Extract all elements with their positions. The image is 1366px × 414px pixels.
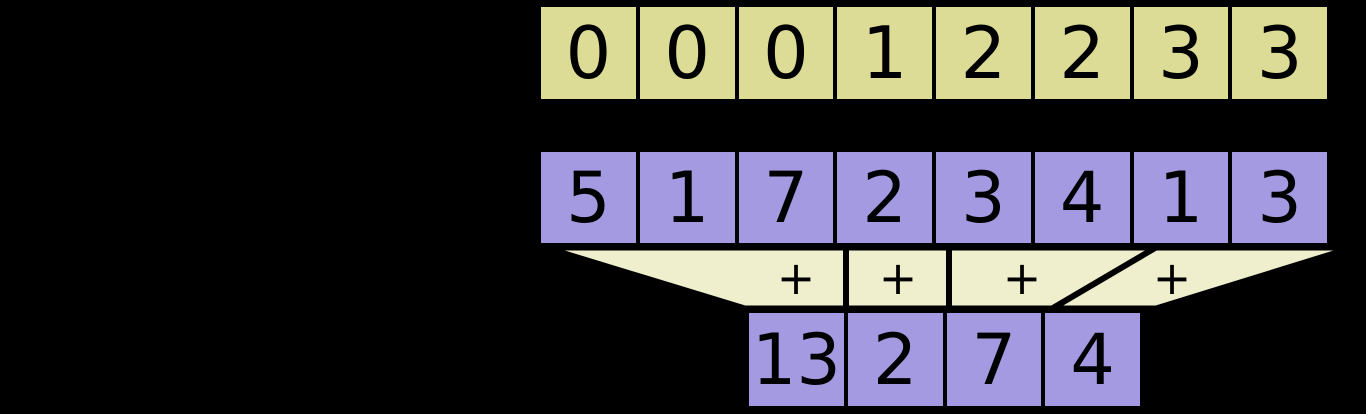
segment-cell: 3 <box>1228 3 1331 103</box>
value-row: 5 1 7 2 3 4 1 3 <box>537 148 1359 247</box>
segment-id-row: 0 0 0 1 2 2 3 3 <box>537 3 1359 103</box>
value-cell: 3 <box>1228 148 1331 247</box>
segment-cell: 0 <box>537 3 640 103</box>
funnel-body <box>547 245 1351 311</box>
plus-operator: + <box>1152 251 1192 305</box>
value-cell: 3 <box>932 148 1035 247</box>
value-cell: 1 <box>1129 148 1233 247</box>
value-cell: 1 <box>635 148 739 247</box>
result-cell: 4 <box>1041 309 1144 410</box>
value-cell: 7 <box>734 148 838 247</box>
value-cell: 5 <box>537 148 640 247</box>
segment-cell: 3 <box>1129 3 1233 103</box>
result-cell: 13 <box>745 309 848 410</box>
value-cell: 4 <box>1030 148 1134 247</box>
plus-operator: + <box>878 251 918 305</box>
result-row: 13 2 7 4 <box>745 309 1156 410</box>
segment-cell: 0 <box>734 3 838 103</box>
funnel-divider-3 <box>1051 245 1157 311</box>
value-cell: 2 <box>833 148 936 247</box>
plus-operator: + <box>776 251 816 305</box>
plus-operator: + <box>1002 251 1042 305</box>
result-cell: 2 <box>843 309 947 410</box>
segment-cell: 1 <box>833 3 936 103</box>
segment-cell: 2 <box>932 3 1035 103</box>
result-cell: 7 <box>942 309 1046 410</box>
segment-cell: 2 <box>1030 3 1134 103</box>
segment-cell: 0 <box>635 3 739 103</box>
